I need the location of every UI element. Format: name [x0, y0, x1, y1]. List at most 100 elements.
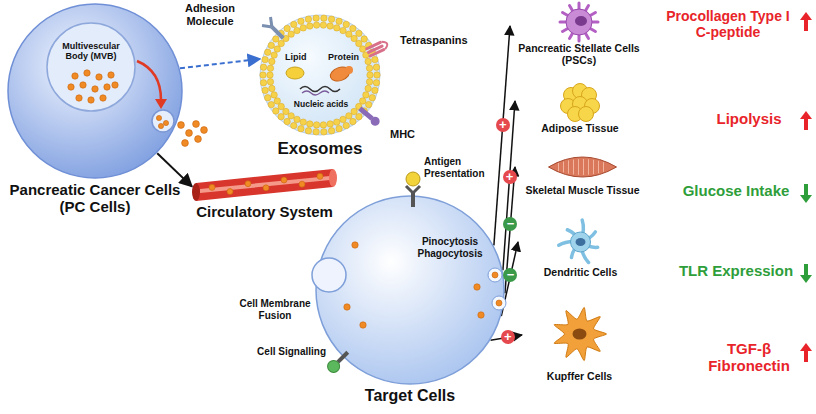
lipid-head: [271, 52, 277, 58]
node-shape: [192, 165, 337, 201]
increase-arrow: [800, 12, 812, 31]
content-label: Nucleic acids: [293, 100, 349, 110]
lipid-head: [268, 101, 274, 107]
lipid-head: [367, 72, 373, 78]
adipocyte: [579, 107, 594, 122]
exosome: Exosomes: [258, 13, 382, 159]
lipid-head: [307, 121, 313, 127]
stellate-cell: Pancreatic Stellate Cells (PSCs): [510, 2, 648, 66]
lipid-head: [288, 31, 294, 37]
lipid-head: [288, 113, 294, 119]
node-shape: [515, 80, 645, 122]
exosome-dot: [201, 127, 208, 134]
striation: [568, 160, 569, 173]
protein-head: [369, 115, 382, 128]
lipid-head: [278, 103, 284, 109]
lipid-head: [268, 42, 274, 48]
lipid-head: [262, 56, 268, 62]
nucleus: [573, 329, 587, 340]
lipid-head: [363, 92, 369, 98]
lipid-head: [294, 116, 300, 122]
node-text: Pancreatic Stellate Cells (PSCs): [510, 42, 648, 66]
lipid-head: [346, 113, 352, 119]
process-label: Antigen Presentation: [424, 156, 496, 179]
lipid-head: [294, 27, 300, 33]
lipid-head: [313, 22, 319, 28]
lipid-head: [336, 126, 342, 132]
lipid-head: [366, 65, 372, 71]
lipid-head: [365, 58, 371, 64]
lipid-head: [366, 79, 372, 85]
effect-sign: −: [503, 268, 517, 282]
lipid-head: [369, 95, 375, 101]
lipid-head: [356, 113, 362, 119]
lipid-head: [307, 23, 313, 29]
node-shape: [510, 2, 648, 42]
lipid-head: [360, 98, 366, 104]
striation: [578, 159, 579, 175]
vessel-end: [329, 169, 337, 187]
effect-sign: +: [501, 330, 515, 344]
muscle-fiber: [549, 157, 617, 177]
exosome-dot: [182, 140, 189, 147]
transport-arrow-head: [155, 99, 167, 109]
exosome-dot: [92, 86, 98, 92]
lipid-head: [372, 87, 378, 93]
exosome-dot: [317, 173, 323, 179]
lipid-head: [305, 16, 311, 22]
striation: [563, 161, 564, 172]
dendritic-cell: Dendritic Cells: [518, 218, 643, 278]
decrease-arrow: [800, 264, 812, 283]
multivesicular-body: Multivescular Body (MVB): [45, 21, 137, 62]
lipid-head: [366, 101, 372, 107]
exosome-dot: [263, 185, 269, 191]
node-shape: [45, 21, 137, 113]
target-cell: Target Cells: [315, 195, 505, 405]
lipid-head: [321, 15, 327, 21]
node-shape: [518, 218, 643, 266]
lipid-head: [267, 65, 273, 71]
vessel-lumen: [200, 176, 330, 193]
lipid-icon: [286, 67, 304, 79]
lipid-head: [361, 36, 367, 42]
lipid-head: [284, 25, 290, 31]
lipid-head: [291, 122, 297, 128]
signalling-receptor: [325, 348, 352, 375]
node-shape: [315, 195, 505, 385]
antigen: [406, 172, 420, 186]
lipid-head: [274, 98, 280, 104]
lipid-head: [372, 56, 378, 62]
exosome-dot: [108, 72, 114, 78]
content-label: Lipid: [285, 52, 309, 62]
exosome-dot: [478, 312, 484, 318]
node-shape: [515, 150, 650, 184]
cell-body: [554, 307, 606, 360]
striation: [603, 162, 604, 172]
node-text: Multivescular Body (MVB): [45, 41, 137, 62]
exosome-dot: [163, 120, 168, 125]
exosome-dot: [227, 189, 233, 195]
exosome-dot: [474, 284, 480, 290]
lipid-head: [278, 40, 284, 46]
effect-label: Lipolysis: [700, 110, 798, 127]
exosome-dot: [492, 272, 498, 278]
lipid-head: [260, 64, 266, 70]
effect-label: Procollagen Type I C-peptide: [658, 8, 798, 40]
protein-loop: [382, 40, 389, 49]
node-text: Circulatory System: [192, 203, 337, 220]
exosome-dot: [344, 304, 350, 310]
lipid-head: [274, 46, 280, 52]
exosome-dot: [72, 73, 78, 79]
lipid-head: [328, 128, 334, 134]
exosome-dot: [68, 84, 74, 90]
lipid-head: [320, 22, 326, 28]
lipid-head: [313, 122, 319, 128]
lipid-head: [340, 116, 346, 122]
process-label: Cell Membrane Fusion: [236, 298, 314, 321]
lipid-head: [291, 21, 297, 27]
protein-arms: [262, 17, 276, 31]
exosome-dot: [193, 121, 200, 128]
node-text: Exosomes: [258, 139, 382, 159]
lipid-head: [328, 16, 334, 22]
lipid-head: [356, 30, 362, 36]
